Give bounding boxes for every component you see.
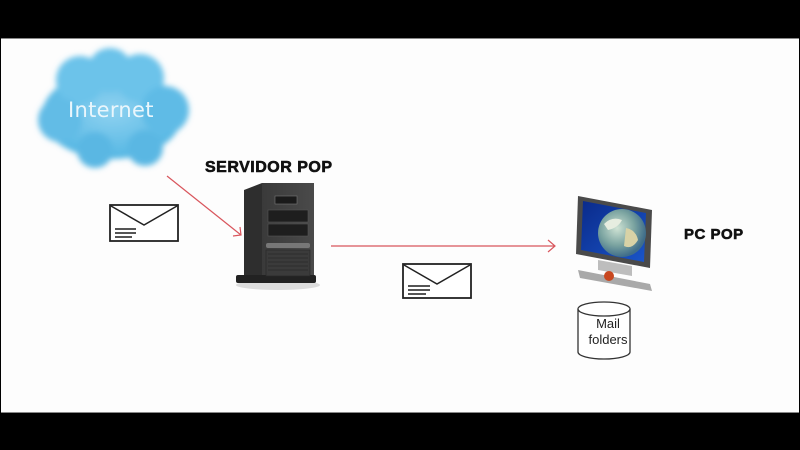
envelope-icon [109,204,179,242]
arrow-server-to-pc [331,239,556,253]
cloud-icon [38,48,189,168]
database-cylinder-icon [577,301,631,360]
server-label: SERVIDOR POP [205,159,333,177]
envelope-icon [402,263,472,299]
pc-label: PC POP [684,226,744,244]
mail-folders-line2: folders [588,332,628,347]
mail-folders-label: Mail folders [583,316,633,348]
arrow-internet-to-server [166,175,242,237]
internet-label: Internet [68,98,154,122]
mail-folders-line1: Mail [596,316,620,331]
server-tower-icon [236,183,320,290]
monitor-globe-icon [576,196,652,291]
